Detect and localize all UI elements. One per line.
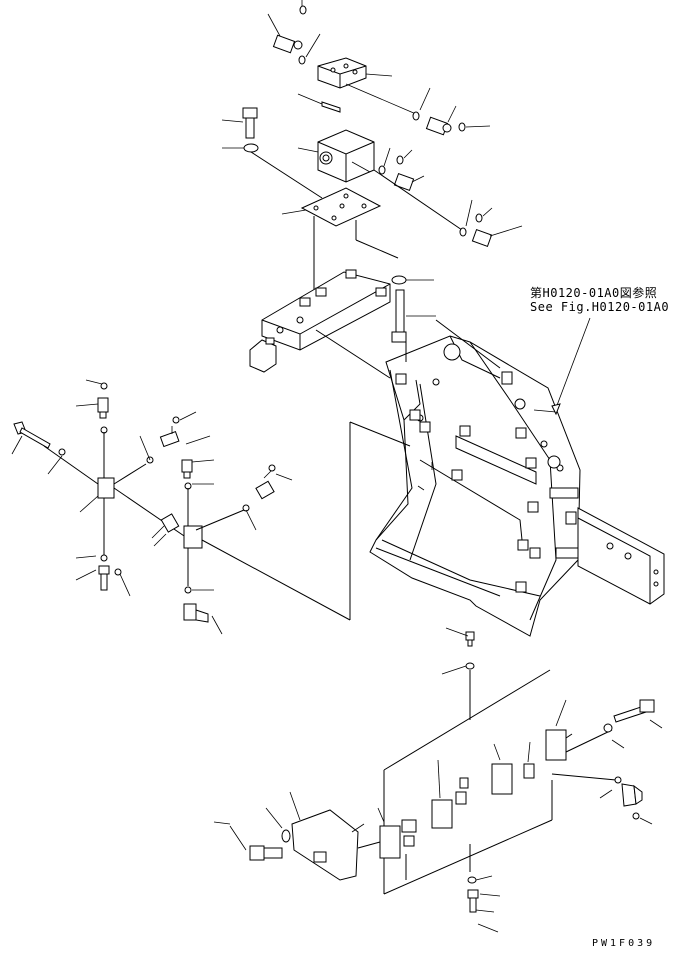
lube-block-assembly	[213, 627, 663, 933]
side-rail	[577, 507, 665, 605]
top-fitting-right	[425, 105, 491, 136]
lube-manifold-center	[181, 421, 411, 635]
gasket-plate	[281, 187, 399, 290]
top-fitting-left	[267, 0, 321, 65]
top-valve-cover	[317, 57, 431, 121]
main-frame	[369, 319, 585, 637]
reference-arrowhead	[551, 403, 561, 416]
lube-manifold-left	[11, 379, 211, 597]
valve-body	[297, 129, 463, 231]
fitting-right-lower	[459, 199, 523, 248]
reference-text-jp: 第H0120-01A0図参照	[530, 286, 658, 300]
figure-code: PW1F039	[592, 938, 656, 949]
reference-text-en: See Fig.H0120-01A0	[530, 300, 670, 314]
reference-leader	[555, 317, 591, 409]
pin	[297, 93, 341, 113]
valve-bracket	[249, 269, 391, 379]
washer-and-long-bolt	[391, 275, 436, 343]
bolt-top	[221, 107, 323, 199]
